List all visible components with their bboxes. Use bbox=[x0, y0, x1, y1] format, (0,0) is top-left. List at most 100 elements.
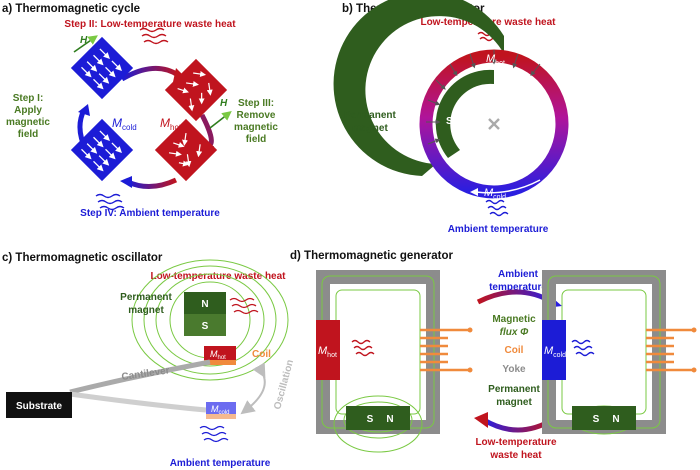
motor-south-label: S bbox=[446, 116, 453, 127]
cold-waves-icon bbox=[571, 339, 595, 357]
gen-coil-label: Coil bbox=[505, 345, 524, 356]
osc-oscillation-label: Oscillation bbox=[272, 359, 296, 411]
osc-m-hot-label: Mhot bbox=[210, 349, 226, 361]
cold-waves-icon bbox=[199, 425, 229, 443]
cold-waves-icon bbox=[95, 193, 125, 211]
gen-waste-heat-label: Low-temperature waste heat bbox=[475, 437, 557, 461]
step3-label: Step III: Remove magnetic field bbox=[234, 98, 278, 145]
svg-text:Permanent: Permanent bbox=[344, 110, 396, 121]
field-arrow-icon bbox=[209, 111, 232, 129]
gen-right-south-label: S bbox=[593, 414, 600, 425]
osc-magnet-north bbox=[184, 292, 226, 314]
gen-hot-element bbox=[316, 320, 330, 380]
svg-text:magnetic: magnetic bbox=[6, 117, 50, 128]
osc-m-cold-label: Mcold bbox=[211, 404, 230, 416]
gen-left-yoke bbox=[316, 270, 440, 434]
svg-text:field: field bbox=[246, 134, 267, 145]
svg-text:temperature: temperature bbox=[489, 282, 547, 293]
motor-m-cold-label: Mcold bbox=[484, 187, 506, 201]
osc-cold-element bbox=[206, 402, 236, 414]
gen-arrowhead-bottom bbox=[474, 412, 488, 428]
osc-oscillation-arrow bbox=[240, 362, 266, 415]
gen-right-terminal bbox=[691, 327, 697, 333]
svg-text:Step III:: Step III: bbox=[238, 98, 274, 109]
gen-left-magnet bbox=[346, 406, 410, 430]
osc-substrate bbox=[6, 392, 72, 418]
motor-rotation-arrowhead bbox=[470, 188, 478, 196]
motor-magnet-north bbox=[333, 0, 504, 176]
svg-text:Permanent: Permanent bbox=[120, 292, 172, 303]
panel-b: b) Thermomagnetic motor Low-temperature … bbox=[333, 0, 569, 235]
heat-waves-icon bbox=[139, 27, 169, 45]
step4-label: Step IV: Ambient temperature bbox=[80, 208, 220, 219]
panel-c-title: c) Thermomagnetic oscillator bbox=[2, 252, 163, 264]
motor-magnet-south bbox=[435, 69, 494, 158]
panel-d: d) Thermomagnetic generator Mhot S N bbox=[290, 250, 697, 461]
panel-a: a) Thermomagnetic cycle Step II: Low-tem… bbox=[2, 3, 278, 219]
gen-left-terminal bbox=[467, 327, 473, 333]
field-symbol-right: H bbox=[220, 98, 228, 109]
gen-left-south-label: S bbox=[367, 414, 374, 425]
osc-waste-heat-label: Low-temperature waste heat bbox=[150, 271, 286, 282]
osc-cantilever-down bbox=[69, 391, 207, 413]
osc-hot-element bbox=[204, 346, 236, 360]
motor-ambient-label: Ambient temperature bbox=[448, 224, 549, 235]
gen-magnet-label: Permanent magnet bbox=[488, 384, 540, 408]
osc-coil-bottom bbox=[206, 414, 236, 419]
tile-cold-magnetized bbox=[70, 36, 134, 100]
svg-text:Ambient: Ambient bbox=[498, 269, 539, 280]
osc-ambient-label: Ambient temperature bbox=[170, 458, 271, 469]
cold-waves-icon bbox=[485, 199, 509, 217]
cycle-arrowhead-bottom bbox=[120, 176, 132, 188]
svg-text:waste heat: waste heat bbox=[489, 450, 542, 461]
osc-magnet-label: Permanent magnet bbox=[120, 292, 172, 316]
svg-text:Magnetic: Magnetic bbox=[492, 314, 536, 325]
gen-left-coil bbox=[420, 328, 470, 372]
svg-text:flux Φ: flux Φ bbox=[500, 327, 530, 338]
osc-south-label: S bbox=[202, 321, 209, 332]
osc-north-label: N bbox=[201, 299, 208, 310]
svg-text:field: field bbox=[18, 129, 39, 140]
panel-c: c) Thermomagnetic oscillator Low-tempera… bbox=[2, 252, 296, 469]
svg-text:Permanent: Permanent bbox=[488, 384, 540, 395]
field-symbol-left: H bbox=[80, 35, 88, 46]
osc-magnet-south bbox=[184, 314, 226, 336]
heat-waves-icon bbox=[229, 297, 259, 315]
gen-arrow-bottom bbox=[482, 417, 554, 433]
svg-text:Step I:: Step I: bbox=[13, 93, 44, 104]
gen-m-hot-label: Mhot bbox=[318, 345, 337, 359]
gen-flux-label: Magnetic flux Φ bbox=[492, 314, 536, 338]
gen-right-coil bbox=[646, 328, 694, 372]
osc-cantilever-label: Cantilever bbox=[121, 365, 171, 383]
gen-left-north-label: N bbox=[386, 414, 393, 425]
osc-cantilever-up bbox=[69, 359, 211, 395]
cycle-arrow-top bbox=[120, 66, 180, 82]
cycle-arrowhead-left bbox=[78, 104, 90, 116]
osc-substrate-label: Substrate bbox=[16, 401, 63, 412]
gen-left-terminal bbox=[467, 367, 473, 373]
gen-yoke-label: Yoke bbox=[502, 364, 526, 375]
gen-arrow-top bbox=[476, 289, 554, 305]
gen-right-yoke bbox=[542, 270, 666, 434]
tile-hot-magnetized bbox=[164, 58, 228, 122]
panel-d-title: d) Thermomagnetic generator bbox=[290, 250, 453, 262]
step1-label: Step I: Apply magnetic field bbox=[6, 93, 50, 140]
svg-text:Remove: Remove bbox=[237, 110, 276, 121]
svg-text:Low-temperature: Low-temperature bbox=[475, 437, 557, 448]
gen-m-cold-label: Mcold bbox=[544, 345, 566, 359]
field-arrow-icon bbox=[73, 35, 98, 53]
motor-field-lines bbox=[426, 50, 541, 145]
gen-ambient-label: Ambient temperature bbox=[489, 269, 547, 293]
osc-coil-top bbox=[204, 360, 236, 365]
svg-text:magnetic: magnetic bbox=[234, 122, 278, 133]
osc-coil-label: Coil bbox=[252, 349, 271, 360]
heat-waves-icon bbox=[351, 339, 375, 357]
svg-text:magnet: magnet bbox=[352, 123, 388, 134]
motor-rotation-arrow bbox=[475, 179, 541, 194]
gen-right-magnet bbox=[572, 406, 636, 430]
m-cold-label: Mcold bbox=[112, 116, 137, 132]
motor-magnet-label: Permanent magnet bbox=[344, 110, 396, 134]
gen-hot-element bbox=[330, 320, 340, 380]
svg-text:magnet: magnet bbox=[128, 305, 164, 316]
